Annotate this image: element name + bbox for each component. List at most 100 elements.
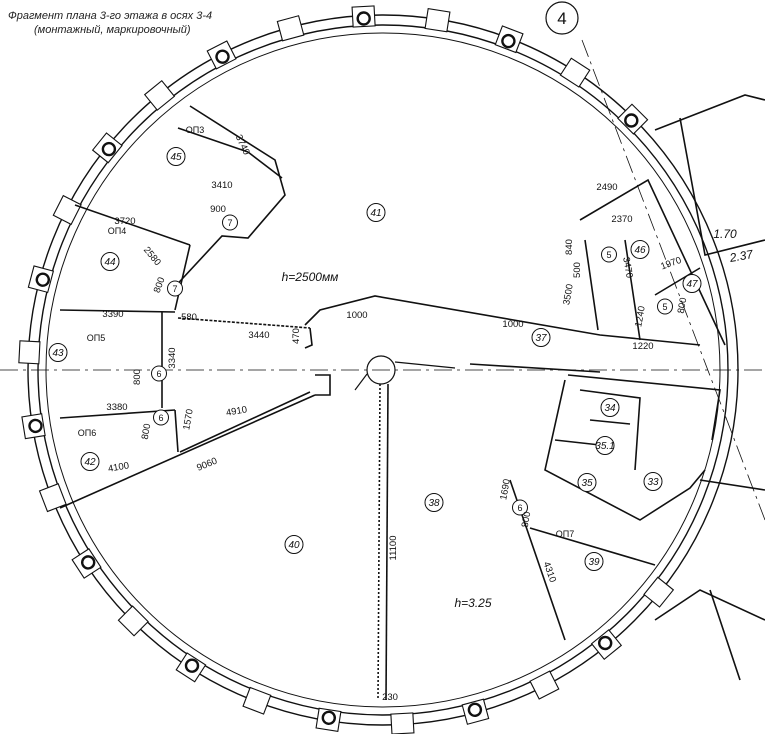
rooms-5-label: 40 [288,540,300,551]
label-circle [682,274,702,293]
markers-3-label: 6 [158,413,163,423]
dimensions-d4100-label: 4100 [107,460,130,475]
wall-pier [38,483,67,513]
wall-pier [143,79,176,111]
column-node [617,103,649,135]
wall-pier [242,686,272,715]
dimensions-d3720-label: 3720 [114,216,135,227]
column-node [461,698,490,725]
dimensions-d900-label: 900 [210,204,226,215]
dimensions-d3340-label: 3340 [167,347,178,368]
label-circle [100,252,120,271]
wall-pier [117,605,149,637]
rooms-9-label: 47 [686,279,698,290]
wall-pier [276,15,305,42]
axis-marker: 4 [545,1,579,35]
column-node [71,548,102,579]
rooms-3-label: 42 [84,457,96,468]
rooms-12-label: 35 [581,478,593,489]
wall-pier [390,712,415,734]
dimensions-d1570-label: 1570 [181,408,196,431]
label-circle [284,535,304,554]
dimensions-d1220-label: 1220 [632,341,653,352]
dimensions-d3470-label: 3470 [620,256,635,279]
wall-pier [18,340,41,365]
dimensions-d580-label: 580 [181,312,197,323]
dimensions-d237-label: 2.37 [728,247,756,265]
dimensions-d2370-label: 2370 [611,214,632,225]
rooms-8-label: 46 [634,245,646,256]
axis-label: 4 [557,9,566,28]
dimensions-d800e-label: 800 [676,297,690,315]
axis-lines [0,39,765,521]
column-node [206,40,237,70]
column-node [351,5,376,28]
dimensions-d1000a-label: 1000 [346,310,367,321]
wall-pier [52,194,82,226]
label-circle [577,473,597,492]
rooms-11-label: 35.1 [595,441,614,452]
dimensions-d1240-label: 1240 [633,305,648,328]
label-circle [424,493,444,512]
panels-4-label: ОП7 [556,529,574,539]
drawing-subtitle: (монтажный, маркировочный) [34,24,191,36]
dimensions-d4310-label: 4310 [541,560,559,584]
wall-pier [559,57,591,88]
dimensions-d11100-label: 11100 [388,535,399,560]
dimensions-d3410-label: 3410 [211,180,232,191]
dimensions-d500-label: 500 [572,262,583,278]
dimensions-d3390-label: 3390 [102,309,123,320]
label-circle [657,298,673,315]
label-circle [366,203,386,222]
rooms-4-label: 41 [370,208,381,219]
label-circle [80,452,100,471]
markers-2-label: 6 [156,369,161,379]
column-node [91,132,123,164]
column-node [21,413,46,440]
dimensions-d1970-label: 1970 [659,255,683,273]
label-circle [630,240,650,259]
dimensions-d800d-label: 800 [520,511,534,529]
label-circle [584,552,604,571]
dimensions-d1000b-label: 1000 [502,319,523,330]
label-circle [151,365,167,382]
markers-6-label: 5 [662,302,667,312]
columns [18,5,675,734]
panels-3-label: ОП6 [78,428,96,438]
dimensions-d3380-label: 3380 [106,402,127,413]
dimensions-d3440-label: 3440 [248,330,269,341]
dimensions-d470-label: 470 [291,328,302,344]
column-node [494,25,524,54]
dimensions-d800c-label: 800 [140,423,154,441]
rooms-2-label: 43 [52,348,64,359]
wall-pier [643,576,675,608]
dimensions-d800b-label: 800 [132,369,143,385]
panels-1-label: ОП4 [108,226,126,236]
rooms-6-label: 38 [428,498,440,509]
heights-floor-label: h=3.25 [454,596,491,610]
rooms-0-label: 45 [170,152,182,163]
partitions [59,94,765,701]
markers-0-label: 7 [227,218,232,228]
markers-1-label: 7 [172,284,177,294]
label-circle [167,280,183,297]
rooms-13-label: 33 [647,477,659,488]
column-node [315,707,342,732]
rooms-7-label: 37 [535,333,547,344]
panels-0-label: ОП3 [186,125,204,135]
dimensions-d3500-label: 3500 [561,283,576,306]
rooms-10-label: 34 [604,403,616,414]
panels-2-label: ОП5 [87,333,105,343]
dimensions-d800a-label: 800 [152,276,168,295]
column-node [590,629,623,661]
dimensions-d230-label: 230 [382,692,398,703]
dimensions-d1690-label: 1690 [498,478,513,501]
label-circle [166,147,186,166]
label-circle [643,472,663,491]
dimensions-d3740-label: 3740 [233,133,252,157]
label-circle [512,499,528,516]
center-column [354,355,456,391]
dimensions-d4910-label: 4910 [225,404,248,419]
